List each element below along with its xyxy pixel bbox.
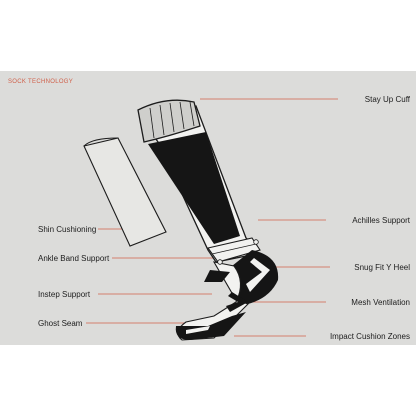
sock-body <box>137 99 279 341</box>
label-impact-cushion-zones: Impact Cushion Zones <box>329 332 410 341</box>
section-header: SOCK TECHNOLOGY <box>8 79 74 85</box>
label-ghost-seam: Ghost Seam <box>38 319 83 328</box>
label-ankle-band-support: Ankle Band Support <box>38 254 110 263</box>
label-achilles-support: Achilles Support <box>352 216 410 225</box>
label-mesh-ventilation: Mesh Ventilation <box>351 298 410 307</box>
label-snug-fit-y-heel: Snug Fit Y Heel <box>354 263 410 272</box>
label-instep-support: Instep Support <box>38 290 91 299</box>
label-stay-up-cuff: Stay Up Cuff <box>364 95 410 104</box>
shin-cushion-pad <box>83 137 167 247</box>
label-shin-cushioning: Shin Cushioning <box>38 225 97 234</box>
